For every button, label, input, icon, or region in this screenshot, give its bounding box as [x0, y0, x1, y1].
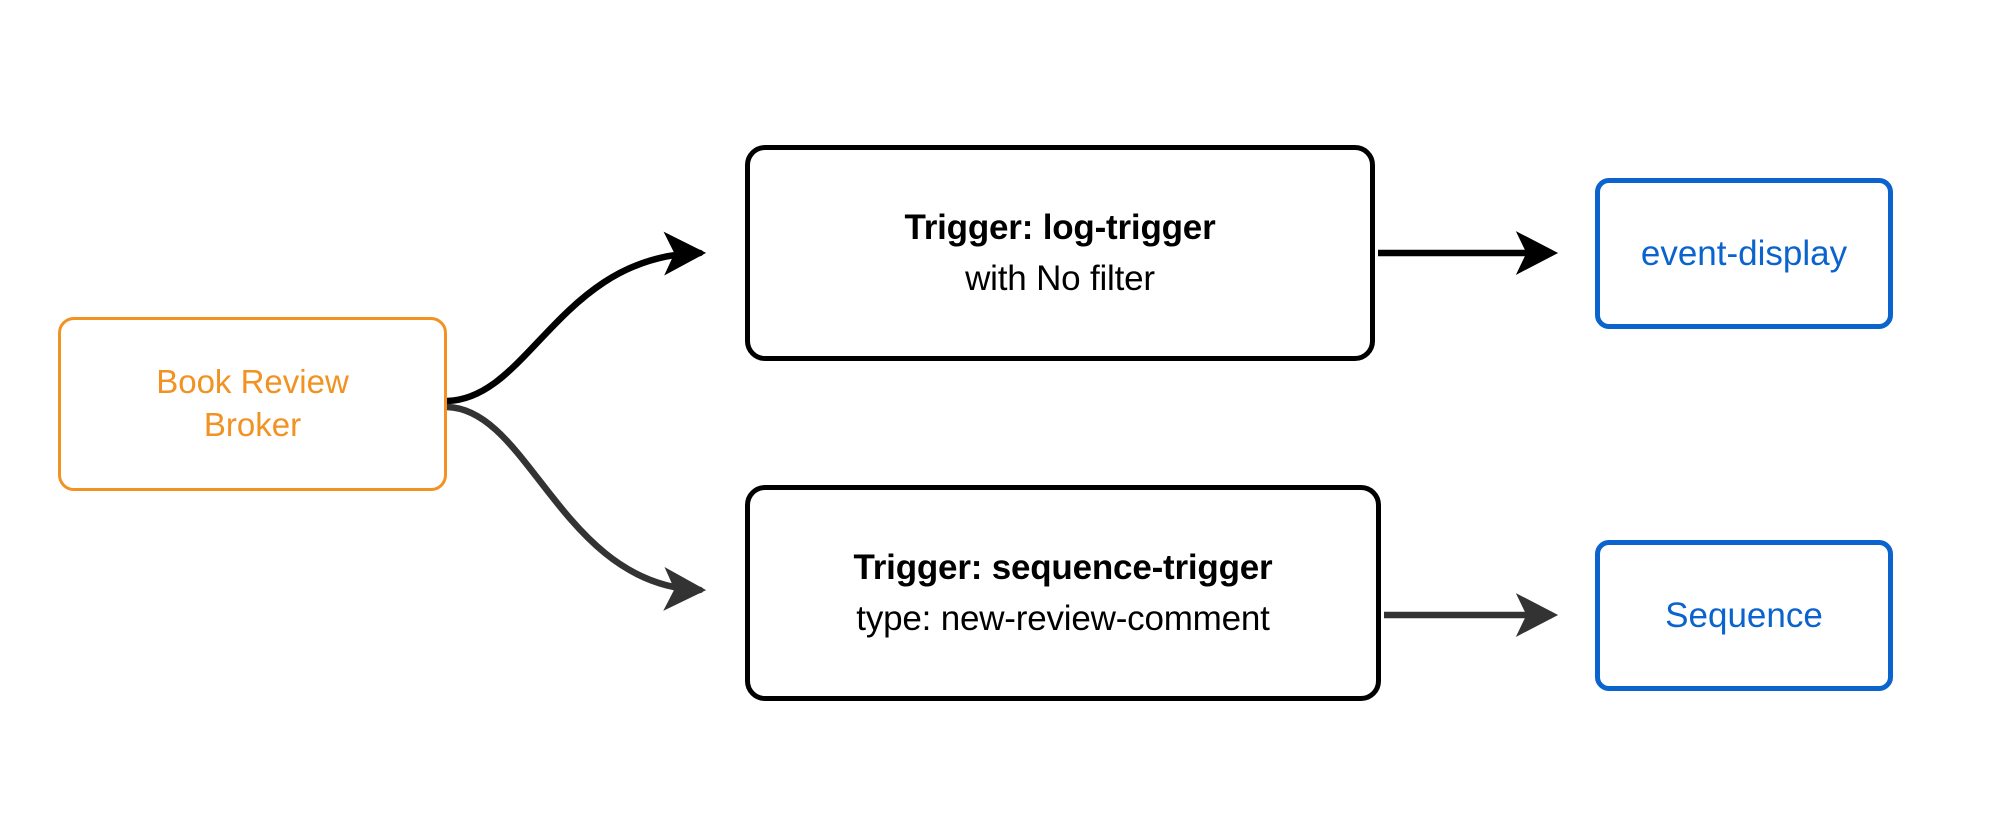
node-destination-sequence[interactable]: Sequence	[1595, 540, 1893, 691]
node-trigger-sequence-trigger[interactable]: Trigger: sequence-trigger type: new-revi…	[745, 485, 1381, 701]
broker-label-line-1: Book Review	[156, 363, 349, 401]
node-book-review-broker[interactable]: Book Review Broker	[58, 317, 447, 491]
trigger-sequence-title: Trigger: sequence-trigger	[853, 548, 1273, 587]
node-destination-event-display[interactable]: event-display	[1595, 178, 1893, 329]
trigger-log-subtitle: with No filter	[965, 258, 1155, 298]
edge-broker-to-sequence-trigger	[443, 403, 707, 611]
destination-event-display-label: event-display	[1640, 233, 1848, 273]
trigger-log-title: Trigger: log-trigger	[904, 208, 1216, 247]
edge-broker-to-log-trigger	[443, 231, 707, 405]
node-trigger-log-trigger[interactable]: Trigger: log-trigger with No filter	[745, 145, 1375, 361]
broker-label-line-2: Broker	[203, 406, 302, 443]
trigger-sequence-subtitle: type: new-review-comment	[856, 598, 1270, 638]
destination-sequence-label: Sequence	[1665, 595, 1823, 635]
